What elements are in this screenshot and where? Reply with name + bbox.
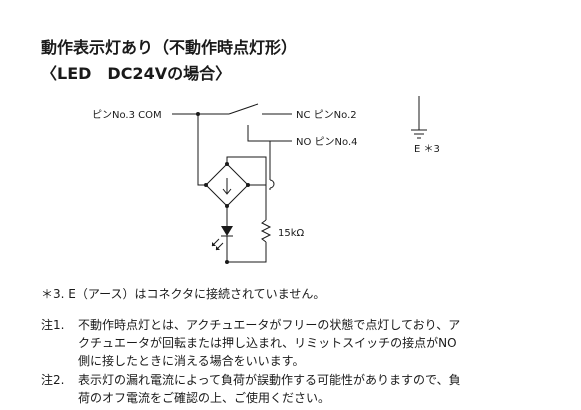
no-contact — [247, 125, 292, 142]
page-title: 動作表示灯あり（不動作時点灯形） — [41, 38, 298, 57]
note-line: 表示灯の漏れ電流によって負荷が誤動作する可能性がありますので、負 — [78, 373, 461, 387]
junction-dot — [246, 183, 250, 187]
footnote: ＊3. E（アース）はコネクタに接続されていません。 — [41, 287, 326, 301]
com-to-bridge-wire — [197, 114, 206, 186]
wiring-diagram: ピンNo.3 COM NC ピンNo.2 NO ピンNo.4 E ＊3 15kΩ — [92, 96, 440, 264]
junction-dot — [225, 260, 229, 264]
bridge-top-loop — [226, 156, 267, 220]
note-line: 不動作時点灯とは、アクチュエータがフリーの状態で点灯しており、ア — [78, 318, 461, 332]
resistor-label: 15kΩ — [278, 228, 305, 239]
note-id: 注2. — [41, 373, 65, 387]
nc-label: NC ピンNo.2 — [296, 109, 357, 121]
junction-dot — [204, 183, 208, 187]
junction-dot — [225, 204, 229, 208]
wire-crossover — [269, 179, 275, 189]
junction-dot — [196, 112, 200, 116]
no-label: NO ピンNo.4 — [296, 136, 358, 148]
note-line: 荷のオフ電流をご確認の上、ご使用ください。 — [78, 391, 331, 405]
led-light-arrowhead-2 — [216, 246, 220, 250]
led-light-arrowhead-1 — [212, 242, 216, 246]
resistor — [260, 219, 272, 243]
led-diode — [221, 226, 233, 236]
note-line: 側に接したときに消える場合をいいます。 — [78, 354, 305, 368]
resistor-bottom-wire — [227, 242, 267, 263]
switch-blade — [228, 103, 259, 115]
bridge-arrowhead — [222, 188, 232, 195]
page-subtitle: 〈LED DC24Vの場合〉 — [41, 64, 232, 83]
note-id: 注1. — [41, 318, 65, 332]
junction-dot — [225, 162, 229, 166]
earth-label: E ＊3 — [414, 144, 440, 155]
com-label: ピンNo.3 COM — [92, 109, 162, 121]
note-line: クチュエータが回転または押し込まれ、リミットスイッチの接点がNO — [78, 336, 457, 350]
